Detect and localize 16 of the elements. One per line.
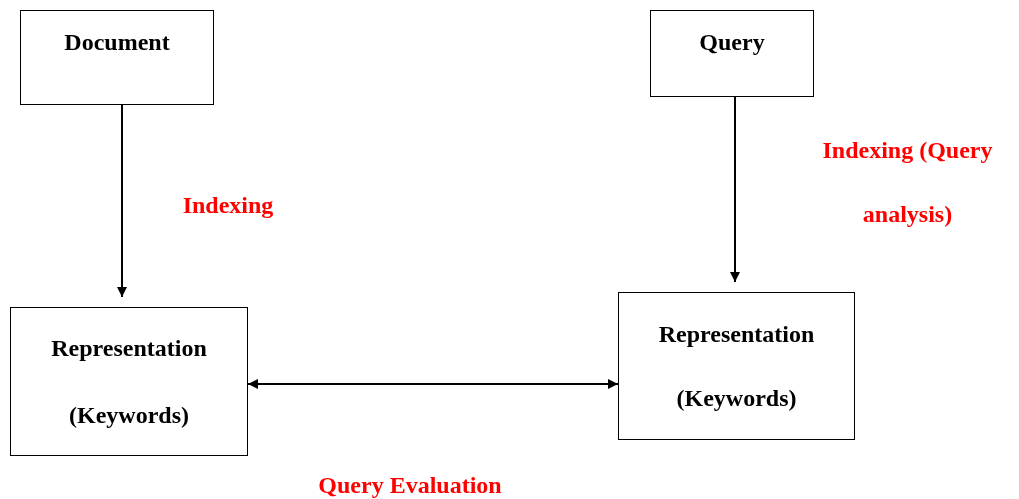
box-label: (Keywords) (676, 385, 797, 412)
box-label: Representation (51, 335, 207, 362)
process-box (20, 10, 214, 105)
box-label: Query (699, 29, 765, 56)
arrow (117, 104, 127, 298)
box-label: (Keywords) (69, 401, 189, 428)
edge-label: Indexing (181, 191, 275, 220)
edge-label: Indexing (Query analysis) (821, 136, 994, 229)
process-box (10, 307, 248, 456)
arrow (730, 96, 740, 283)
process-box (618, 292, 855, 440)
arrow (247, 379, 619, 389)
process-box (650, 10, 814, 97)
box-label: Representation (658, 320, 815, 347)
edge-label: Query Evaluation (317, 471, 503, 499)
box-label: Document (64, 29, 170, 56)
